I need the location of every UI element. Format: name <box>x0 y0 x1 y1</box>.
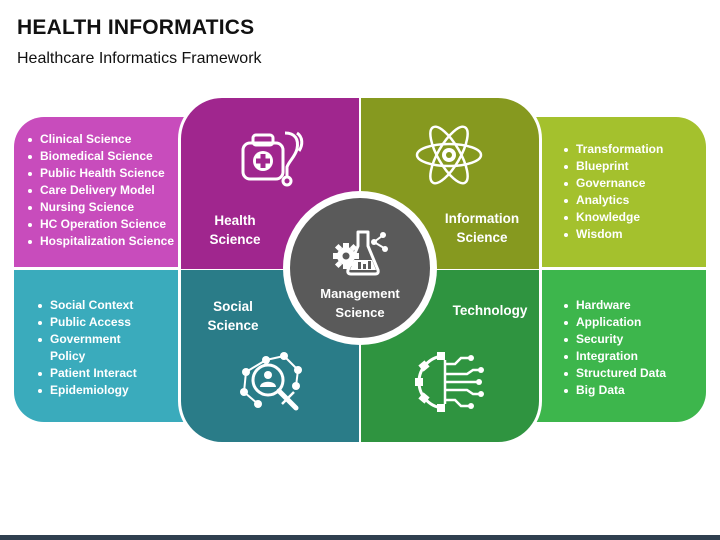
list-item: Structured Data <box>563 365 666 382</box>
social-science-label: Social Science <box>207 299 259 333</box>
list-item: Public Health Science <box>27 165 174 182</box>
information-science-label: Information Science <box>444 211 520 245</box>
list-item: Clinical Science <box>27 131 174 148</box>
list-item: Care Delivery Model <box>27 182 174 199</box>
list-item: Government Policy <box>37 331 157 365</box>
list-item: Hardware <box>563 297 666 314</box>
health-science-label: Health Science <box>209 213 261 247</box>
list-item: Epidemiology <box>37 382 157 399</box>
list-item: Application <box>563 314 666 331</box>
list-item: Wisdom <box>563 226 663 243</box>
technology-label: Technology <box>452 303 528 318</box>
atom-icon <box>415 125 483 185</box>
list-item: Big Data <box>563 382 666 399</box>
list-item: Integration <box>563 348 666 365</box>
network-search-icon <box>240 352 302 411</box>
circuit-gear-icon <box>415 352 484 412</box>
list-item: HC Operation Science <box>27 216 174 233</box>
list-item: Patient Interact <box>37 365 157 382</box>
list-item: Hospitalization Science <box>27 233 174 250</box>
management-science-hub: Management Science <box>283 191 437 345</box>
list-item: Knowledge <box>563 209 663 226</box>
list-item: Social Context <box>37 297 157 314</box>
management-science-label: Management Science <box>320 286 400 320</box>
lab-flask-gear-icon <box>333 230 388 276</box>
list-item: Blueprint <box>563 158 663 175</box>
page-subtitle: Healthcare Informatics Framework <box>17 50 262 67</box>
medical-kit-stethoscope-icon <box>241 131 304 187</box>
list-item: Analytics <box>563 192 663 209</box>
footer-bar <box>0 535 720 540</box>
list-item: Nursing Science <box>27 199 174 216</box>
list-item: Public Access <box>37 314 157 331</box>
list-item: Biomedical Science <box>27 148 174 165</box>
page-title: HEALTH INFORMATICS <box>17 16 255 39</box>
list-item: Security <box>563 331 666 348</box>
list-item: Governance <box>563 175 663 192</box>
list-item: Transformation <box>563 141 663 158</box>
management-science-circle: Management Science <box>290 198 430 338</box>
